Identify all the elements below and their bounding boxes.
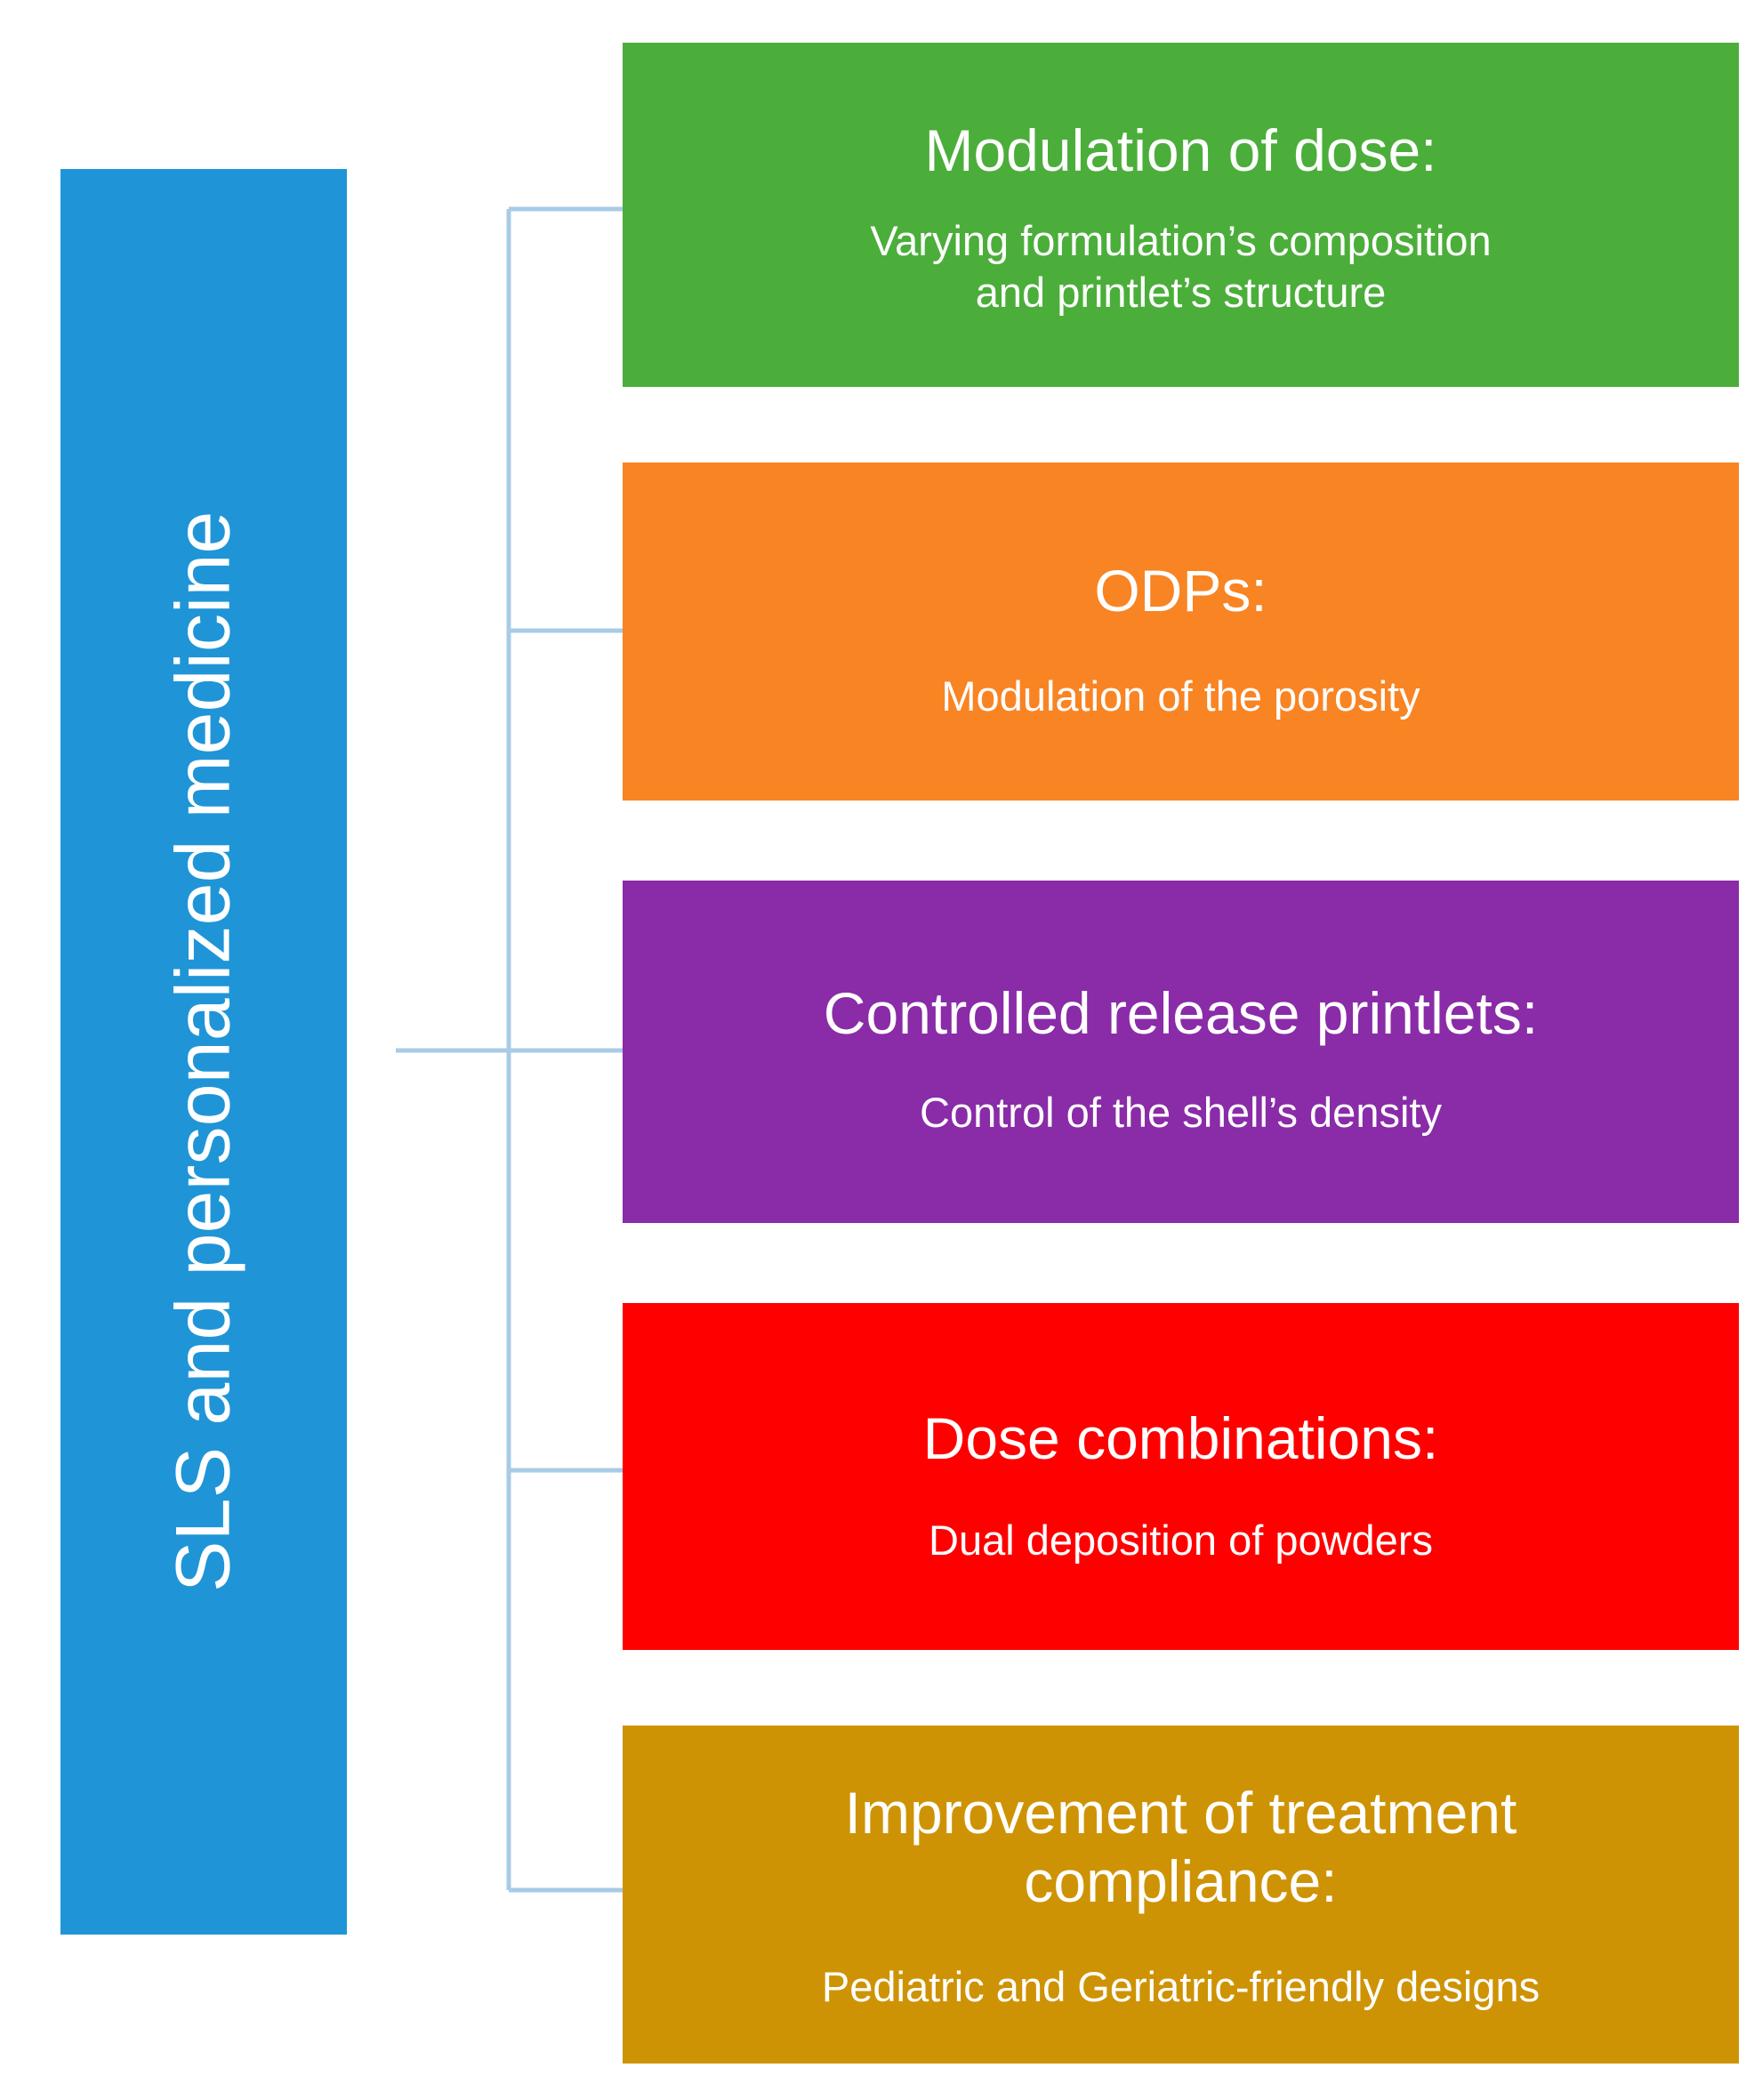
branch-subtitle: Dual deposition of powders: [929, 1517, 1433, 1565]
branch-title: Dose combinations:: [922, 1404, 1439, 1471]
branch-box-modulation-of-dose[interactable]: Modulation of dose: Varying formulation’…: [623, 43, 1739, 387]
branch-subtitle: Control of the shell’s density: [920, 1088, 1442, 1136]
root-node-label: SLS and personalized medicine: [160, 511, 246, 1593]
branch-box-controlled-release-printlets[interactable]: Controlled release printlets: Control of…: [623, 881, 1739, 1223]
branch-box-improvement-of-treatment-compliance[interactable]: Improvement of treatment compliance: Ped…: [623, 1726, 1739, 2064]
branch-box-dose-combinations[interactable]: Dose combinations: Dual deposition of po…: [623, 1303, 1739, 1650]
branch-title: ODPs:: [1094, 557, 1267, 624]
branch-box-odps[interactable]: ODPs: Modulation of the porosity: [623, 463, 1739, 801]
branch-title: Modulation of dose:: [924, 117, 1437, 183]
branch-subtitle: Varying formulation’s composition and pr…: [870, 216, 1492, 316]
root-node-sls-personalized-medicine[interactable]: SLS and personalized medicine: [60, 169, 347, 1935]
branch-title: Controlled release printlets:: [823, 980, 1539, 1047]
branch-subtitle: Pediatric and Geriatric-friendly designs: [821, 1963, 1541, 2011]
branch-subtitle: Modulation of the porosity: [941, 672, 1420, 720]
branch-title: Improvement of treatment compliance:: [844, 1780, 1517, 1914]
